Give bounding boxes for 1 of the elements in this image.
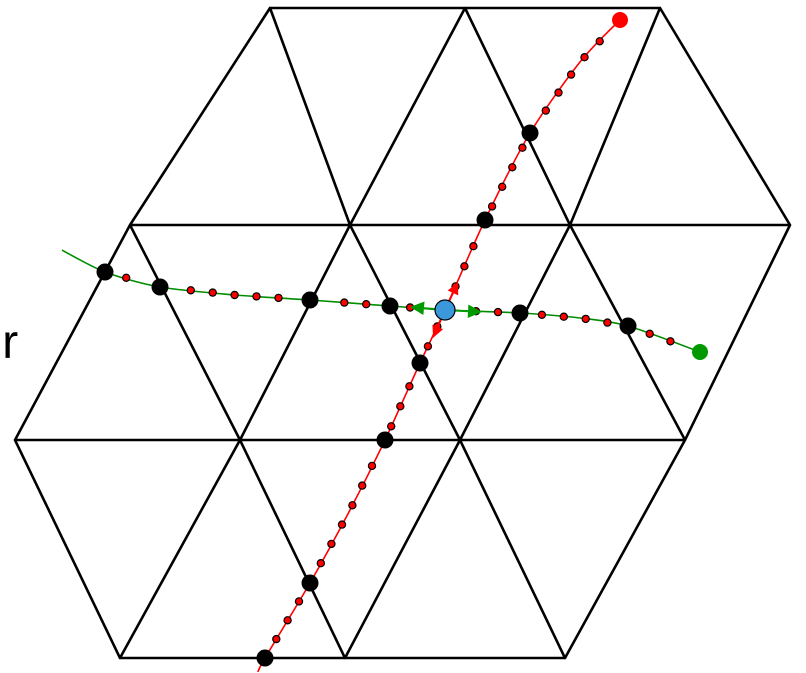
letter-label: r bbox=[5, 332, 18, 358]
